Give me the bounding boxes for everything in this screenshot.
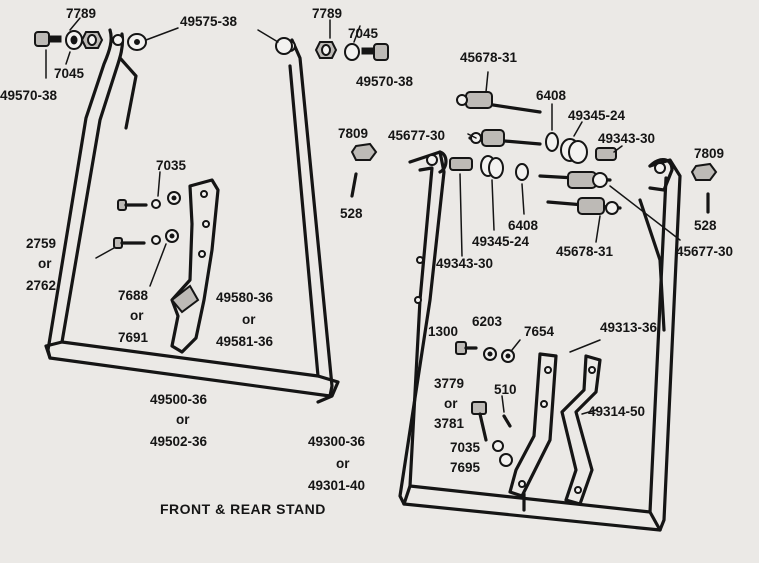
label-49580-36: 49580-36 bbox=[216, 290, 274, 305]
front-stand-frame bbox=[44, 28, 340, 404]
label-7045-right: 7045 bbox=[348, 26, 379, 41]
label-49314-50: 49314-50 bbox=[588, 404, 645, 419]
label-510: 510 bbox=[494, 382, 517, 397]
label-3781: 3781 bbox=[434, 416, 465, 431]
label-6408-bottom: 6408 bbox=[508, 218, 539, 233]
washer-icon bbox=[545, 132, 559, 152]
label-7688: 7688 bbox=[118, 288, 149, 303]
front-left-top-hardware bbox=[34, 17, 179, 79]
bushing-icon bbox=[595, 147, 617, 161]
rear-axle-hardware bbox=[456, 71, 623, 164]
label-45678-31-top: 45678-31 bbox=[460, 50, 518, 65]
front-right-top-hardware bbox=[257, 19, 389, 61]
pin-and-nut-right bbox=[690, 162, 718, 214]
label-49301-40: 49301-40 bbox=[308, 478, 365, 493]
label-7045-left: 7045 bbox=[54, 66, 85, 81]
bolt-head-icon bbox=[373, 43, 389, 61]
label-3779: 3779 bbox=[434, 376, 464, 391]
flat-washer-icon bbox=[275, 37, 293, 55]
front-stand-side-hardware bbox=[95, 171, 181, 287]
label-2759: 2759 bbox=[26, 236, 56, 251]
lock-washer-icon bbox=[151, 199, 161, 209]
rear-stand-lower-hardware bbox=[455, 339, 521, 467]
label-or-49300: or bbox=[336, 456, 350, 471]
label-49313-36: 49313-36 bbox=[600, 320, 658, 335]
label-49345-24-top: 49345-24 bbox=[568, 108, 626, 123]
label-7691: 7691 bbox=[118, 330, 149, 345]
lock-washer-icon bbox=[344, 43, 360, 61]
label-or-7688: or bbox=[130, 308, 144, 323]
rear-stand-frame bbox=[398, 150, 682, 532]
label-or-49500: or bbox=[176, 412, 190, 427]
label-528-left: 528 bbox=[340, 206, 363, 221]
label-49500-36: 49500-36 bbox=[150, 392, 208, 407]
label-7809-right: 7809 bbox=[694, 146, 724, 161]
rear-axle-lower-hardware bbox=[449, 155, 681, 257]
label-45677-30-left: 45677-30 bbox=[388, 128, 445, 143]
label-or-2759: or bbox=[38, 256, 52, 271]
label-49343-30-bottom: 49343-30 bbox=[436, 256, 493, 271]
bushing-icon bbox=[449, 157, 473, 171]
label-7789-left: 7789 bbox=[66, 6, 96, 21]
label-2762: 2762 bbox=[26, 278, 56, 293]
label-7654: 7654 bbox=[524, 324, 555, 339]
label-or-49580: or bbox=[242, 312, 256, 327]
label-7789-right: 7789 bbox=[312, 6, 342, 21]
label-49575-38: 49575-38 bbox=[180, 14, 238, 29]
label-45677-30-right: 45677-30 bbox=[676, 244, 733, 259]
pin-and-nut-left bbox=[350, 142, 378, 198]
label-49343-30-right: 49343-30 bbox=[598, 131, 655, 146]
label-6203: 6203 bbox=[472, 314, 503, 329]
rear-stand-brackets bbox=[508, 339, 602, 506]
diagram-title: FRONT & REAR STAND bbox=[160, 501, 326, 517]
label-49300-36: 49300-36 bbox=[308, 434, 366, 449]
lock-washer-icon bbox=[492, 440, 504, 452]
kickstand-plate bbox=[170, 178, 220, 354]
label-528-right: 528 bbox=[694, 218, 717, 233]
label-6408-top: 6408 bbox=[536, 88, 567, 103]
label-49502-36: 49502-36 bbox=[150, 434, 208, 449]
label-7809-left: 7809 bbox=[338, 126, 368, 141]
label-or-3779: or bbox=[444, 396, 458, 411]
label-49570-38-left: 49570-38 bbox=[0, 88, 58, 103]
label-1300: 1300 bbox=[428, 324, 458, 339]
label-7695: 7695 bbox=[450, 460, 481, 475]
label-49570-38-right: 49570-38 bbox=[356, 74, 414, 89]
castle-nut-icon bbox=[350, 142, 378, 161]
label-49345-24-bottom: 49345-24 bbox=[472, 234, 530, 249]
label-49581-36: 49581-36 bbox=[216, 334, 274, 349]
label-7035-top: 7035 bbox=[156, 158, 187, 173]
label-45678-31-bottom: 45678-31 bbox=[556, 244, 614, 259]
castle-nut-icon bbox=[690, 162, 718, 181]
label-7035-bottom: 7035 bbox=[450, 440, 481, 455]
